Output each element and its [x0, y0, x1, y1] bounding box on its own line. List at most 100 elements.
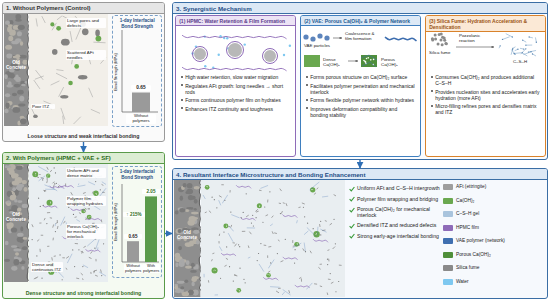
old-concrete	[186, 189, 193, 194]
dense-matrix	[85, 219, 86, 220]
legend-swatch	[443, 211, 453, 217]
panel-ground	[2, 2, 165, 142]
silica-fume-illustration	[511, 50, 512, 55]
old-concrete	[185, 209, 189, 212]
dense-matrix	[50, 217, 52, 218]
dense-matrix	[34, 277, 37, 279]
old-concrete	[12, 107, 20, 113]
dense-matrix	[84, 246, 86, 247]
dense-matrix	[35, 173, 37, 175]
part-label: Pozzolanic reaction	[458, 33, 494, 43]
dense-matrix	[72, 249, 73, 250]
result-text: Strong early-age interfacial bonding	[357, 233, 439, 239]
dense-matrix	[81, 273, 83, 275]
old-concrete	[175, 263, 178, 268]
silica-fume-illustration	[529, 50, 537, 52]
dense-matrix	[89, 208, 90, 209]
dense-matrix	[283, 257, 298, 260]
old-concrete	[192, 217, 198, 220]
dense-matrix	[93, 271, 94, 272]
check-mark	[349, 223, 355, 229]
dense-matrix	[63, 221, 65, 223]
bar-chart	[132, 93, 150, 113]
vae-illustration	[366, 58, 368, 60]
dense-matrix	[317, 188, 318, 190]
dense-matrix	[294, 263, 295, 264]
bar-value: 2.05	[142, 189, 160, 194]
dense-matrix	[268, 274, 270, 276]
old-concrete	[15, 19, 22, 22]
dense-matrix	[283, 202, 285, 204]
dense-matrix	[285, 239, 286, 240]
dense-matrix	[305, 251, 306, 252]
dense-matrix	[88, 182, 95, 185]
dense-matrix	[94, 248, 95, 249]
panel-ground	[172, 168, 548, 299]
silica-fume-illustration	[525, 48, 526, 49]
dense-matrix	[214, 269, 216, 271]
silica-fume-illustration	[441, 43, 444, 46]
dense-matrix	[77, 185, 85, 186]
old-concrete	[13, 248, 21, 251]
silica-fume-illustration	[530, 51, 531, 52]
dense-matrix	[216, 207, 217, 208]
loose-matrix	[34, 80, 40, 89]
dense-matrix	[67, 254, 72, 263]
old-concrete	[187, 220, 194, 226]
old-concrete	[178, 246, 182, 250]
legend-swatch	[443, 238, 453, 244]
dense-matrix	[82, 266, 83, 267]
bullet-text: Micro-filling refines pores and densifie…	[430, 103, 541, 115]
dense-matrix	[286, 203, 287, 206]
hpmc-illustration	[226, 37, 228, 39]
dense-matrix	[42, 179, 43, 180]
panel-title: 3. Synergistic Mechanism	[173, 3, 547, 14]
loose-matrix	[95, 30, 100, 37]
dense-matrix	[251, 222, 252, 223]
legend-item: VAE polymer (network)	[443, 238, 546, 244]
old-concrete	[191, 282, 194, 286]
bar-chart	[122, 30, 158, 112]
dense-matrix	[101, 219, 103, 222]
silica-fume-illustration	[443, 39, 446, 42]
old-concrete	[17, 90, 24, 95]
dense-matrix	[292, 240, 293, 243]
dense-matrix	[47, 212, 50, 213]
dense-matrix	[320, 221, 321, 222]
dense-matrix	[55, 231, 56, 232]
dense-matrix	[268, 260, 274, 269]
bullet-text: High water retention, slow water migrati…	[180, 74, 291, 80]
dense-matrix	[296, 220, 298, 223]
old-concrete	[175, 285, 179, 290]
old-concrete	[12, 196, 16, 200]
dense-matrix	[90, 272, 91, 274]
dense-matrix	[257, 260, 258, 261]
dense-matrix	[38, 166, 48, 171]
dense-matrix	[59, 254, 60, 255]
vae-illustration	[385, 37, 417, 41]
dense-matrix	[282, 292, 285, 295]
old-concrete	[6, 201, 11, 206]
dense-matrix	[315, 233, 317, 235]
dense-matrix	[233, 281, 234, 282]
silica-fume-illustration	[444, 42, 447, 45]
legend-text: Silica fume	[456, 265, 479, 271]
hpmc-illustration	[244, 43, 246, 45]
dense-matrix	[83, 192, 86, 193]
loose-matrix	[63, 116, 64, 124]
legend-swatch	[443, 225, 453, 231]
silica-fume-illustration	[434, 34, 437, 37]
dense-matrix	[295, 285, 310, 288]
hpmc-illustration	[264, 50, 276, 62]
loose-matrix	[50, 22, 54, 26]
old-concrete	[16, 166, 23, 170]
old-concrete	[17, 200, 22, 203]
old-concrete	[194, 208, 197, 211]
dense-matrix	[268, 246, 271, 248]
loose-matrix	[68, 81, 73, 86]
dense-matrix	[43, 205, 58, 208]
dense-matrix	[312, 189, 314, 191]
legend-text: Ca(OH)₂	[456, 198, 474, 204]
loose-matrix	[36, 18, 37, 26]
axis-title: Bond Strength (MPa)	[114, 203, 119, 241]
